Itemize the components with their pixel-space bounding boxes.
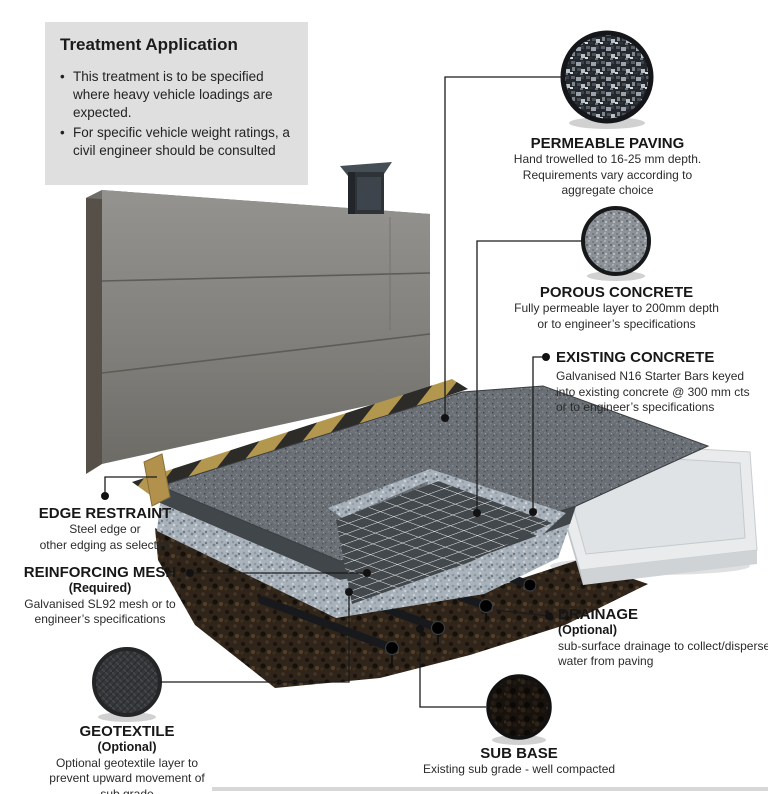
callout-title: POROUS CONCRETE [539, 284, 694, 301]
callout-title: GEOTEXTILE [79, 723, 175, 740]
callout-title: EDGE RESTRAINT [38, 505, 172, 522]
callout-desc-line: or to engineer’s specifications [537, 316, 696, 331]
connector-permeable-paving [444, 76, 563, 418]
callout-title: REINFORCING MESH [23, 564, 177, 581]
callout-title: SUB BASE [480, 745, 558, 762]
callout-porous-concrete: POROUS CONCRETE Fully permeable layer to… [489, 284, 744, 332]
geotextile-swatch [92, 647, 162, 722]
callout-desc-line: sub-surface drainage to collect/disperse [558, 638, 768, 653]
callout-desc-line: Requirements vary according to [522, 167, 693, 182]
callout-desc-line: Galvanised N16 Starter Bars keyed [556, 369, 745, 384]
connector-drainage [495, 609, 550, 617]
callout-desc-line: prevent upward movement of [49, 771, 205, 786]
connector-existing-concrete [532, 356, 546, 512]
connector-porous-concrete [476, 240, 583, 513]
mesh-recess [328, 469, 566, 604]
callout-desc-line: Galvanised SL92 mesh or to [24, 596, 176, 611]
callout-edge-restraint: EDGE RESTRAINT Steel edge or other edgin… [10, 505, 200, 553]
page-edge-artifact [212, 787, 768, 791]
hazard-stripe-band [132, 379, 468, 495]
concrete-wall [86, 162, 431, 474]
reinforcing-mesh-grid [336, 481, 552, 604]
connector-edge-restraint [104, 476, 157, 494]
sub-base-swatch [486, 674, 552, 745]
callout-title: EXISTING CONCRETE [556, 349, 715, 366]
callout-title: DRAINAGE [558, 606, 639, 623]
callout-qualifier: (Optional) [97, 740, 157, 755]
callout-desc-line: aggregate choice [561, 183, 654, 198]
porous-concrete-swatch [581, 206, 651, 281]
connector-geotextile [160, 594, 350, 683]
callout-desc-line: Steel edge or [69, 522, 141, 537]
callout-drainage: DRAINAGE (Optional) sub-surface drainage… [558, 606, 768, 670]
connector-lines [104, 76, 583, 708]
callout-desc-line: Optional geotextile layer to [55, 755, 199, 770]
porous-concrete-layer [157, 503, 570, 618]
callout-desc-line: water from paving [558, 654, 654, 669]
bullet-dot: • [60, 125, 65, 141]
callout-reinforcing-mesh: REINFORCING MESH (Required) Galvanised S… [5, 564, 195, 628]
connector-dots [101, 353, 553, 633]
bullet-dot: • [60, 69, 65, 84]
callout-qualifier: (Optional) [558, 623, 618, 638]
info-box-bullets: • This treatment is to be specified wher… [60, 68, 293, 160]
callout-sub-base: SUB BASE Existing sub grade - well compa… [419, 745, 619, 778]
callout-desc-line: engineer’s specifications [34, 612, 166, 627]
callout-desc-line: into existing concrete @ 300 mm cts [556, 384, 750, 399]
callout-title: PERMEABLE PAVING [530, 135, 685, 152]
edge-restraint-strip [143, 453, 171, 507]
callout-desc-line: Existing sub grade - well compacted [422, 762, 616, 777]
callout-desc-line: sub grade [27, 787, 227, 794]
callout-qualifier: (Required) [68, 581, 132, 596]
info-box: Treatment Application • This treatment i… [45, 22, 308, 185]
drainage-pipe-ends [384, 578, 537, 656]
permeable-paving-swatch [560, 30, 654, 129]
wall-bracket [340, 162, 392, 214]
info-box-title: Treatment Application [60, 35, 238, 54]
callout-geotextile: GEOTEXTILE (Optional) Optional geotextil… [27, 723, 227, 794]
callout-desc-line: Hand trowelled to 16-25 mm depth. [513, 152, 702, 167]
info-bullet: • For specific vehicle weight ratings, a… [60, 125, 290, 159]
callout-permeable-paving: PERMEABLE PAVING Hand trowelled to 16-25… [480, 135, 735, 199]
callout-existing-concrete: EXISTING CONCRETE Galvanised N16 Starter… [556, 349, 768, 416]
callout-desc-line: or to engineer’s specifications [556, 400, 715, 415]
connector-sub-base [419, 631, 486, 708]
info-bullet: • This treatment is to be specified wher… [60, 69, 273, 120]
callout-desc-line: Fully permeable layer to 200mm depth [514, 301, 719, 316]
callout-desc-line: other edging as selected [39, 537, 171, 552]
sub-base-soil [155, 528, 648, 688]
